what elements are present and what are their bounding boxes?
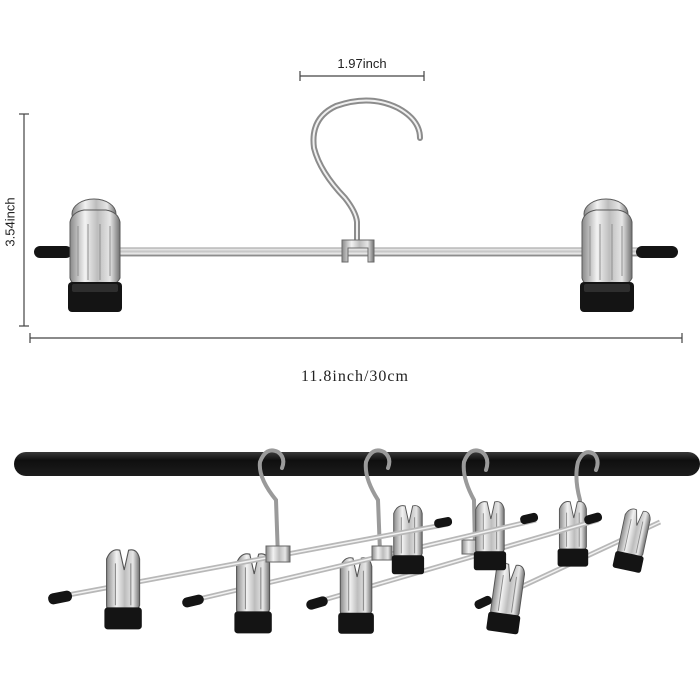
rail-hanger-2 <box>182 448 539 634</box>
hook-width-label: 1.97inch <box>337 56 387 71</box>
dimension-line-hook-width <box>299 71 425 81</box>
length-label: 11.8inch/30cm <box>301 368 409 385</box>
clothing-rail <box>14 452 700 476</box>
clip-left <box>67 198 123 313</box>
bar-end-cap-left <box>34 246 72 258</box>
hanger-bar <box>57 247 649 257</box>
rail-hanger-3 <box>306 448 603 635</box>
bar-end-cap-right <box>636 246 678 258</box>
rail-hanger-4 <box>474 450 662 636</box>
rail-hanger-1 <box>48 448 453 630</box>
hanger-center-bracket <box>341 239 375 263</box>
height-label: 3.54inch <box>2 197 18 247</box>
clip-right <box>579 198 635 313</box>
hangers-on-rail-scene <box>14 448 700 636</box>
hanger-dimensioned <box>19 71 683 343</box>
dimension-line-length <box>29 333 683 343</box>
hanger-hook <box>310 97 423 245</box>
dimension-line-height <box>19 113 29 327</box>
